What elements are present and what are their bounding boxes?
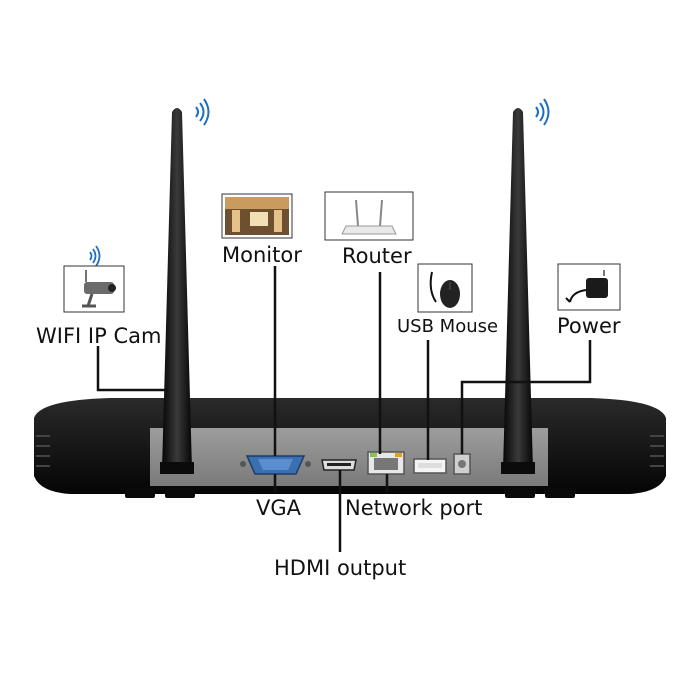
label-monitor: Monitor bbox=[222, 243, 302, 267]
label-usb-mouse: USB Mouse bbox=[397, 316, 499, 337]
usb-mouse-icon bbox=[417, 263, 473, 313]
usb-port bbox=[413, 458, 447, 474]
vga-port bbox=[240, 455, 311, 475]
label-power: Power bbox=[557, 314, 621, 338]
ip-camera-icon bbox=[63, 265, 125, 313]
hdmi-port bbox=[321, 459, 357, 471]
label-hdmi-output: HDMI output bbox=[274, 556, 407, 580]
router-icon bbox=[324, 191, 414, 241]
label-network-port: Network port bbox=[345, 496, 483, 520]
label-vga: VGA bbox=[256, 496, 302, 520]
leader-lines bbox=[96, 266, 592, 552]
antenna-left bbox=[160, 108, 194, 474]
network-port bbox=[367, 451, 405, 475]
monitor-icon bbox=[221, 193, 293, 239]
antenna-right bbox=[501, 108, 535, 474]
power-port bbox=[453, 453, 471, 475]
rear-panel bbox=[150, 428, 548, 486]
label-router: Router bbox=[342, 244, 412, 268]
wifi-signal-icon bbox=[535, 98, 550, 126]
wifi-signal-icon bbox=[195, 98, 210, 126]
wifi-signal-icon bbox=[89, 245, 101, 267]
power-adapter-icon bbox=[557, 263, 621, 311]
label-wifi-ip-cam: WIFI IP Cam bbox=[36, 324, 162, 348]
